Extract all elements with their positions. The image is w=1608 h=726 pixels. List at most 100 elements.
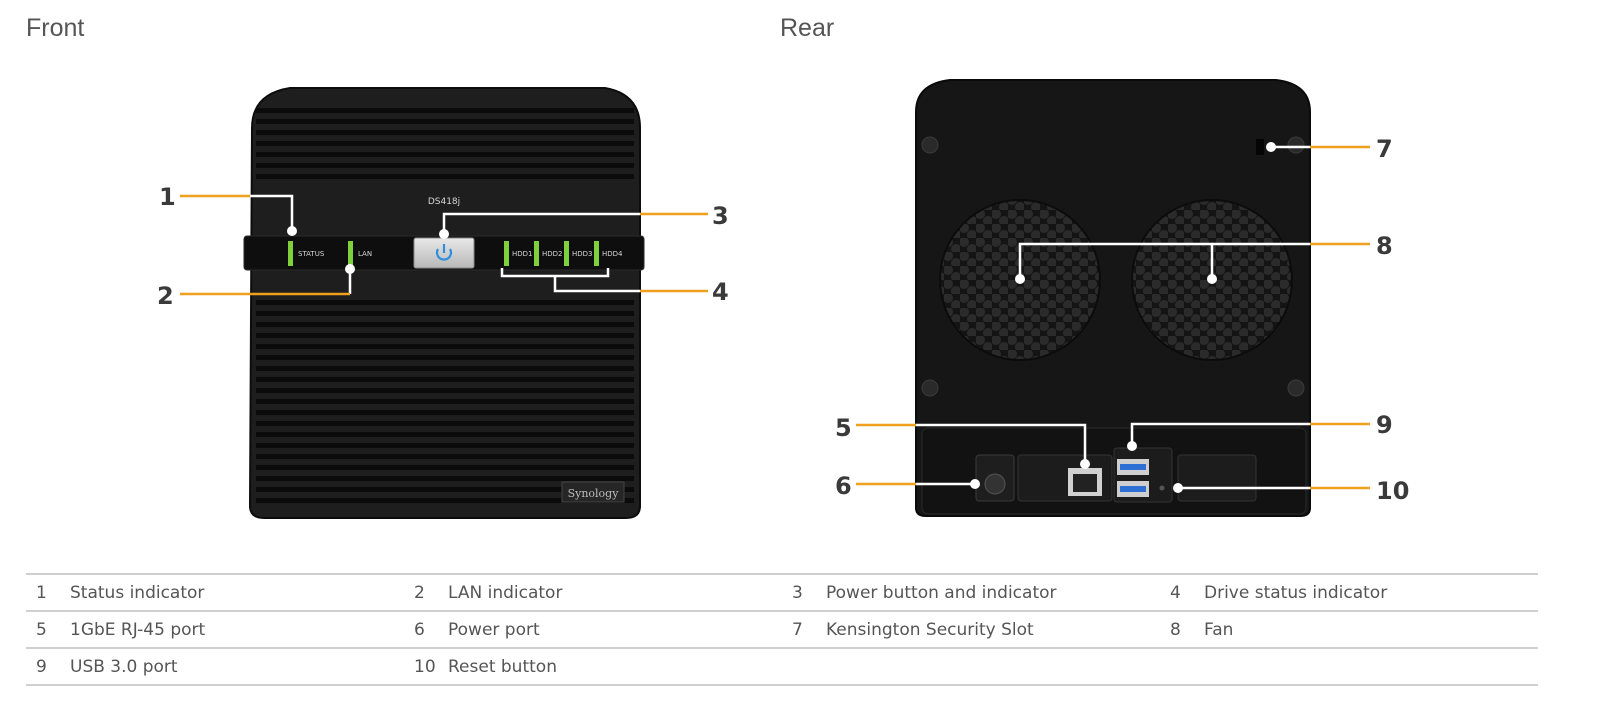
legend-number: 4: [1160, 573, 1204, 612]
status-led-label: STATUS: [298, 250, 325, 258]
grille-slat: [256, 344, 634, 349]
callout-8-dot-right: [1207, 274, 1217, 284]
legend-number: [782, 648, 826, 686]
lan-led: [348, 241, 353, 266]
callout-3-number: 3: [712, 202, 729, 230]
legend-number: 5: [26, 611, 70, 649]
hdd2-led: [534, 241, 539, 266]
model-label: DS418j: [428, 197, 460, 207]
brand-badge: [561, 481, 625, 503]
front-grille-bottom: [256, 300, 634, 503]
front-grille-top: [256, 108, 634, 179]
grille-slat: [256, 421, 634, 426]
callout-5-number: 5: [835, 414, 852, 442]
callout-1-number: 1: [159, 183, 176, 211]
brand-logo: Synology: [568, 487, 620, 500]
front-title: Front: [26, 14, 85, 42]
legend-number: [1160, 648, 1204, 686]
grille-slat: [256, 333, 634, 338]
legend-row: 5 1GbE RJ-45 port 6 Power port 7 Kensing…: [26, 611, 1538, 649]
legend-label: [1204, 648, 1538, 686]
grille-slat: [256, 322, 634, 327]
callout-3-dot: [439, 229, 449, 239]
callout-8-dot-left: [1015, 274, 1025, 284]
grille-slat: [256, 174, 634, 179]
grille-slat: [256, 443, 634, 448]
legend-number: 8: [1160, 611, 1204, 649]
legend-number: 3: [782, 573, 826, 612]
legend-label: Status indicator: [70, 573, 404, 612]
legend-label: Power port: [448, 611, 782, 649]
legend-table: 1 Status indicator 2 LAN indicator 3 Pow…: [26, 573, 1538, 686]
legend-number: 6: [404, 611, 448, 649]
legend-label: LAN indicator: [448, 573, 782, 612]
rear-chassis: [915, 79, 1311, 517]
legend-label: Reset button: [448, 648, 782, 686]
legend-number: 7: [782, 611, 826, 649]
grille-slat: [256, 476, 634, 481]
legend-number: 9: [26, 648, 70, 686]
callout-6-number: 6: [835, 472, 852, 500]
power-port: [984, 473, 1006, 495]
callout-7-dot: [1266, 142, 1276, 152]
rear-title: Rear: [780, 14, 835, 42]
callout-3-bracket: [442, 212, 640, 234]
grille-slat: [256, 311, 634, 316]
hdd4-label: HDD4: [602, 250, 623, 258]
grille-slat: [256, 377, 634, 382]
legend-number: 10: [404, 648, 448, 686]
callout-8-bracket: [1018, 242, 1214, 278]
front-device: DS418j STATUS LAN HDD1 HDD2 HDD3 HDD4 Sy…: [243, 87, 645, 519]
hdd1-label: HDD1: [512, 250, 533, 258]
hdd1-led: [504, 241, 509, 266]
hdd4-led: [594, 241, 599, 266]
legend-row: 9 USB 3.0 port 10 Reset button: [26, 648, 1538, 686]
blank-panel: [1177, 454, 1257, 502]
grille-slat: [256, 366, 634, 371]
lan-led-label: LAN: [358, 250, 372, 258]
hdd2-label: HDD2: [542, 250, 563, 258]
grille-slat: [256, 432, 634, 437]
callout-4-stem: [553, 276, 640, 293]
grille-slat: [256, 388, 634, 393]
callout-2-number: 2: [157, 282, 174, 310]
callout-10-dot: [1173, 483, 1183, 493]
grille-slat: [256, 108, 634, 113]
hdd3-label: HDD3: [572, 250, 593, 258]
grille-slat: [256, 465, 634, 470]
grille-slat: [256, 355, 634, 360]
grille-slat: [256, 487, 634, 492]
callout-9-number: 9: [1376, 411, 1393, 439]
callout-1-bracket: [250, 194, 294, 230]
grille-slat: [256, 454, 634, 459]
device-diagram: DS418j STATUS LAN HDD1 HDD2 HDD3 HDD4 Sy…: [157, 79, 1409, 519]
callout-8-number: 8: [1376, 232, 1393, 260]
grille-slat: [256, 130, 634, 135]
callout-2-dot: [345, 264, 355, 274]
callout-5-dot: [1080, 459, 1090, 469]
callout-9-dot: [1127, 441, 1137, 451]
grille-slat: [256, 119, 634, 124]
legend-label: Drive status indicator: [1204, 573, 1538, 612]
grille-slat: [256, 300, 634, 305]
grille-slat: [256, 399, 634, 404]
status-led: [288, 241, 293, 266]
callout-6-dot: [970, 479, 980, 489]
callout-9-bracket: [1130, 422, 1310, 446]
callout-1-dot: [287, 226, 297, 236]
legend-label: Kensington Security Slot: [826, 611, 1160, 649]
legend-row: 1 Status indicator 2 LAN indicator 3 Pow…: [26, 573, 1538, 612]
callout-7-number: 7: [1376, 135, 1393, 163]
callout-5-bracket: [916, 423, 1087, 464]
legend-label: [826, 648, 1160, 686]
grille-slat: [256, 410, 634, 415]
grille-slat: [256, 498, 634, 503]
callout-10-number: 10: [1376, 477, 1409, 505]
reset-button[interactable]: [1159, 485, 1165, 491]
kensington-slot: [1256, 139, 1264, 155]
power-icon: [435, 244, 453, 261]
callout-4-number: 4: [712, 278, 729, 306]
legend-number: 1: [26, 573, 70, 612]
grille-slat: [256, 163, 634, 168]
legend-label: 1GbE RJ-45 port: [70, 611, 404, 649]
